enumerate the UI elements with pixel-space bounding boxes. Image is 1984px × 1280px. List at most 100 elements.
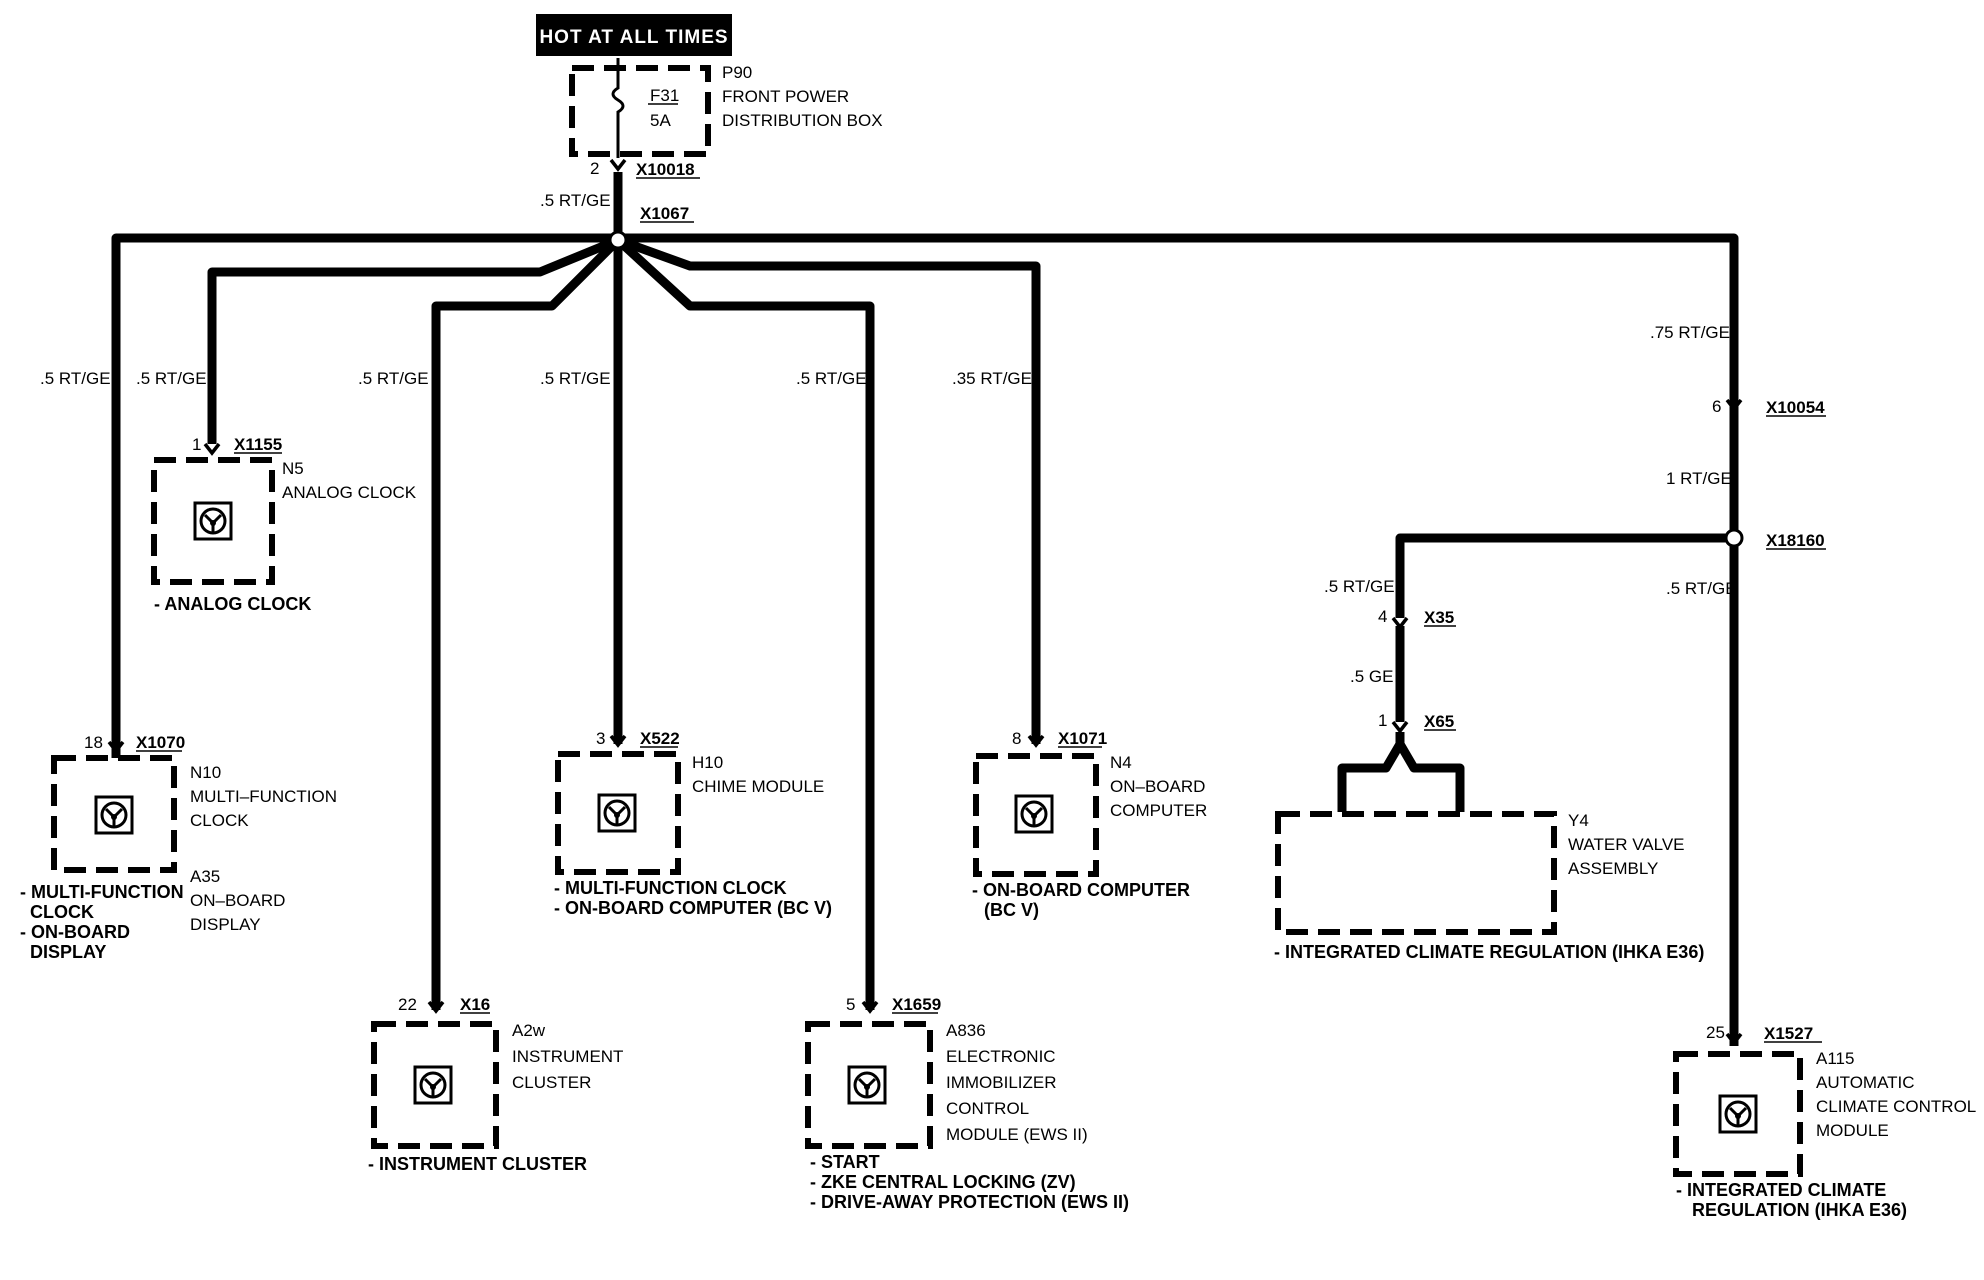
- splice-x1067: X1067: [640, 204, 689, 223]
- wire-right-1: 1 RT/GE: [1666, 469, 1732, 488]
- connector-x1527: X1527: [1764, 1024, 1813, 1043]
- pin-3: 3: [596, 729, 605, 748]
- h10-note-1: - MULTI-FUNCTION CLOCK: [554, 878, 787, 898]
- connector-x1155: X1155: [234, 435, 282, 454]
- a2w-id: A2w: [512, 1021, 546, 1040]
- a2w-instrument-cluster: 22 X16 A2w INSTRUMENT CLUSTER - INSTRUME…: [368, 995, 623, 1174]
- connector-x522: X522: [640, 729, 680, 748]
- connector-x16: X16: [460, 995, 490, 1014]
- connector-x1659: X1659: [892, 995, 941, 1014]
- a35-id: A35: [190, 867, 220, 886]
- a836-note-3: - DRIVE-AWAY PROTECTION (EWS II): [810, 1192, 1129, 1212]
- h10-note-2: - ON-BOARD COMPUTER (BC V): [554, 898, 832, 918]
- pin-6: 6: [1712, 397, 1721, 416]
- connector-x1070: X1070: [136, 733, 185, 752]
- n5-name: ANALOG CLOCK: [282, 483, 417, 502]
- y4-name-2: ASSEMBLY: [1568, 859, 1658, 878]
- pin-18: 18: [84, 733, 103, 752]
- connector-x1071: X1071: [1058, 729, 1107, 748]
- y4-id: Y4: [1568, 811, 1589, 830]
- wire-source: .5 RT/GE: [540, 191, 611, 210]
- y4-water-valve-assembly: Y4 WATER VALVE ASSEMBLY - INTEGRATED CLI…: [1274, 811, 1704, 962]
- y4-note: - INTEGRATED CLIMATE REGULATION (IHKA E3…: [1274, 942, 1704, 962]
- box-name-line2: DISTRIBUTION BOX: [722, 111, 883, 130]
- h10-chime-module: 3 X522 H10 CHIME MODULE - MULTI-FUNCTION…: [554, 729, 832, 918]
- a836-name-3: CONTROL: [946, 1099, 1029, 1118]
- terminal-x10018: [609, 158, 627, 171]
- a2w-note: - INSTRUMENT CLUSTER: [368, 1154, 587, 1174]
- front-power-distribution-box: F31 5A P90 FRONT POWER DISTRIBUTION BOX: [569, 58, 883, 158]
- n4-name-2: COMPUTER: [1110, 801, 1207, 820]
- a115-id: A115: [1816, 1049, 1854, 1068]
- n5-note: - ANALOG CLOCK: [154, 594, 311, 614]
- wire-a2w: .5 RT/GE: [358, 369, 429, 388]
- a115-name-1: AUTOMATIC: [1816, 1073, 1915, 1092]
- wire-a836: .5 RT/GE: [796, 369, 867, 388]
- a115-automatic-climate-control: A115 AUTOMATIC CLIMATE CONTROL MODULE - …: [1673, 1049, 1976, 1220]
- pin-1-x65: 1: [1378, 711, 1387, 730]
- a836-name-4: MODULE (EWS II): [946, 1125, 1088, 1144]
- splice-node-x18160: [1724, 528, 1744, 548]
- n10-id: N10: [190, 763, 221, 782]
- a836-name-2: IMMOBILIZER: [946, 1073, 1057, 1092]
- n5-id: N5: [282, 459, 304, 478]
- connector-x35: X35: [1424, 608, 1454, 627]
- n10-note-4: DISPLAY: [30, 942, 106, 962]
- wire-h10: .5 RT/GE: [540, 369, 611, 388]
- terminal-x65: [1391, 720, 1409, 733]
- wire-right-main: .75 RT/GE: [1650, 323, 1730, 342]
- n4-note-2: (BC V): [984, 900, 1039, 920]
- terminal-x35: [1391, 616, 1409, 629]
- n4-id: N4: [1110, 753, 1132, 772]
- pin-5: 5: [846, 995, 855, 1014]
- wire-n10: .5 RT/GE: [40, 369, 111, 388]
- pin-8: 8: [1012, 729, 1021, 748]
- hot-at-all-times-label: HOT AT ALL TIMES: [536, 14, 732, 56]
- n5-analog-clock: 1 X1155 N5 ANALOG CLOCK - ANALOG CLOCK: [151, 435, 417, 614]
- y4-name-1: WATER VALVE: [1568, 835, 1685, 854]
- a836-note-2: - ZKE CENTRAL LOCKING (ZV): [810, 1172, 1076, 1192]
- n4-note-1: - ON-BOARD COMPUTER: [972, 880, 1190, 900]
- pin-4: 4: [1378, 607, 1387, 626]
- pin-25: 25: [1706, 1023, 1725, 1042]
- a115-note-1: - INTEGRATED CLIMATE: [1676, 1180, 1886, 1200]
- n10-note-1: - MULTI-FUNCTION: [20, 882, 184, 902]
- h10-name: CHIME MODULE: [692, 777, 824, 796]
- h10-id: H10: [692, 753, 723, 772]
- a836-electronic-immobilizer: 5 X1659 A836 ELECTRONIC IMMOBILIZER CONT…: [805, 995, 1129, 1212]
- pin-2: 2: [590, 159, 599, 178]
- n10-name-1: MULTI–FUNCTION: [190, 787, 337, 806]
- a115-name-2: CLIMATE CONTROL: [1816, 1097, 1976, 1116]
- wire-n5: .5 RT/GE: [136, 369, 207, 388]
- a115-note-2: REGULATION (IHKA E36): [1692, 1200, 1907, 1220]
- connector-x65: X65: [1424, 712, 1454, 731]
- wire-y4: .5 RT/GE: [1324, 577, 1395, 596]
- connector-x10018: X10018: [636, 160, 695, 179]
- a35-name-2: DISPLAY: [190, 915, 261, 934]
- a2w-name-2: CLUSTER: [512, 1073, 591, 1092]
- n10-note-2: CLOCK: [30, 902, 94, 922]
- pin-22: 22: [398, 995, 417, 1014]
- a115-name-3: MODULE: [1816, 1121, 1889, 1140]
- a836-name-1: ELECTRONIC: [946, 1047, 1056, 1066]
- wire-ge: .5 GE: [1350, 667, 1393, 686]
- fuse-id: F31: [650, 86, 679, 105]
- svg-text:HOT AT ALL TIMES: HOT AT ALL TIMES: [539, 27, 728, 48]
- a35-name-1: ON–BOARD: [190, 891, 285, 910]
- wire-n4: .35 RT/GE: [952, 369, 1032, 388]
- a836-note-1: - START: [810, 1152, 880, 1172]
- n4-name-1: ON–BOARD: [1110, 777, 1205, 796]
- pin-1-x1155: 1: [192, 435, 201, 454]
- n4-on-board-computer: 8 X1071 N4 ON–BOARD COMPUTER - ON-BOARD …: [972, 729, 1207, 920]
- fuse-rating: 5A: [650, 111, 671, 130]
- n10-note-3: - ON-BOARD: [20, 922, 130, 942]
- box-id: P90: [722, 63, 752, 82]
- a2w-name-1: INSTRUMENT: [512, 1047, 623, 1066]
- connector-x10054: X10054: [1766, 398, 1825, 417]
- n10-multi-function-clock: 18 X1070 N10 MULTI–FUNCTION CLOCK A35 ON…: [20, 733, 337, 962]
- splice-x18160: X18160: [1766, 531, 1825, 550]
- box-name-line1: FRONT POWER: [722, 87, 849, 106]
- wire-a115: .5 RT/GE: [1666, 579, 1737, 598]
- n10-name-2: CLOCK: [190, 811, 249, 830]
